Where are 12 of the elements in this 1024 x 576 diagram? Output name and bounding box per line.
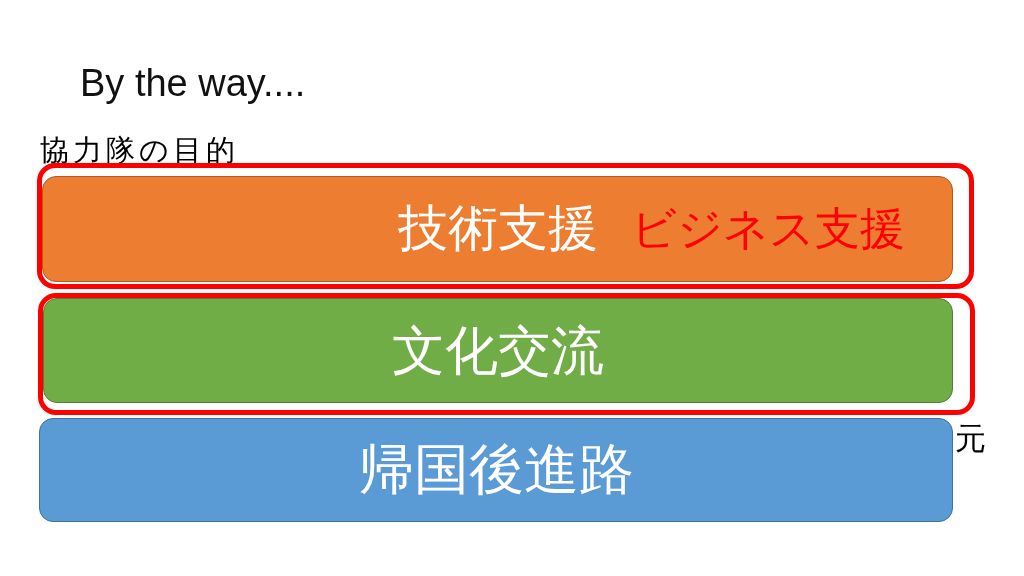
rounded-bar <box>42 176 953 282</box>
side-text: 元 <box>955 421 986 457</box>
bar-label: 文化交流 <box>392 320 604 381</box>
bar-label: 帰国後進路 <box>358 438 634 502</box>
bar-label: ビジネス支援 <box>631 203 905 255</box>
highlight-frame <box>37 163 974 289</box>
rounded-bar <box>43 298 953 403</box>
highlight-frame <box>38 293 975 415</box>
bar-label: 技術支援 <box>397 200 598 258</box>
slide-title: By the way.... <box>80 62 306 106</box>
section-heading: 協力隊の目的 <box>40 134 239 168</box>
rounded-bar <box>39 418 953 522</box>
